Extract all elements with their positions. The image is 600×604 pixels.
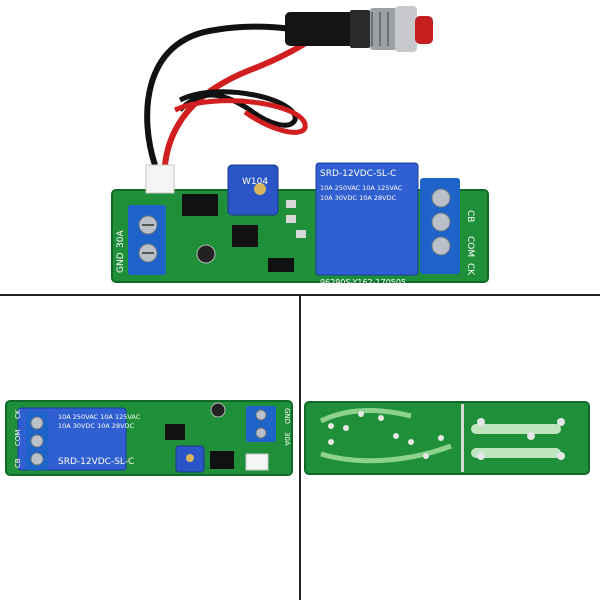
right-terminal-label-1: GND: [283, 408, 291, 424]
vertical-divider: [299, 296, 301, 600]
left-terminal-label-1: CK: [14, 409, 22, 419]
pot-label: W104: [242, 177, 268, 187]
right-terminal-label-2: 30A: [283, 432, 291, 446]
potentiometer-icon: [175, 445, 205, 473]
relay-label: SRD-12VDC-SL-C: [320, 169, 396, 179]
left-terminal-label-1: 30A: [116, 230, 126, 248]
screw-terminal-icon: [246, 406, 276, 442]
screw-terminal-icon: [128, 205, 166, 275]
screw-terminal-icon: [420, 178, 460, 274]
horizontal-divider: [0, 294, 600, 296]
relay-rating-line-2: 10A 30VDC 10A 28VDC: [58, 422, 135, 430]
relay-rating-line-1: 10A 250VAC 10A 125VAC: [58, 413, 141, 421]
left-terminal-label-2: GND: [116, 252, 126, 273]
relay-rating-line-2: 10A 30VDC 10A 28VDC: [320, 194, 397, 202]
pcb-board-top: 30A GND W104 SRD-12VDC-SL-C 10A 250VAC 1…: [111, 162, 489, 287]
right-terminal-label-2: COM: [465, 236, 475, 257]
potentiometer-icon: [227, 164, 279, 216]
right-terminal-label-1: CB: [465, 210, 475, 222]
screw-terminal-icon: [26, 412, 48, 470]
push-button-icon: [285, 6, 433, 52]
right-terminal-label-3: CK: [465, 263, 475, 276]
product-photo-bottom-left: 10A 250VAC 10A 125VAC 10A 30VDC 10A 28VD…: [0, 296, 299, 600]
relay-module-back-photo: [304, 401, 590, 475]
product-photo-bottom-right: [301, 296, 600, 600]
left-terminal-label-3: CB: [14, 458, 22, 468]
relay-icon: [315, 162, 419, 276]
relay-label: SRD-12VDC-SL-C: [58, 457, 134, 467]
pin-header-icon: [328, 411, 444, 459]
relay-pin-icon: [477, 418, 565, 460]
relay-rating-line-1: 10A 250VAC 10A 125VAC: [320, 184, 403, 192]
relay-module-with-button-photo: 30A GND W104 SRD-12VDC-SL-C 10A 250VAC 1…: [111, 6, 489, 287]
left-terminal-label-2: COM: [14, 430, 22, 446]
product-photo-top: 30A GND W104 SRD-12VDC-SL-C 10A 250VAC 1…: [0, 0, 600, 294]
pcb-code: 96290S-Y162-170505: [320, 278, 406, 287]
relay-module-front-photo: 10A 250VAC 10A 125VAC 10A 30VDC 10A 28VD…: [5, 400, 293, 476]
